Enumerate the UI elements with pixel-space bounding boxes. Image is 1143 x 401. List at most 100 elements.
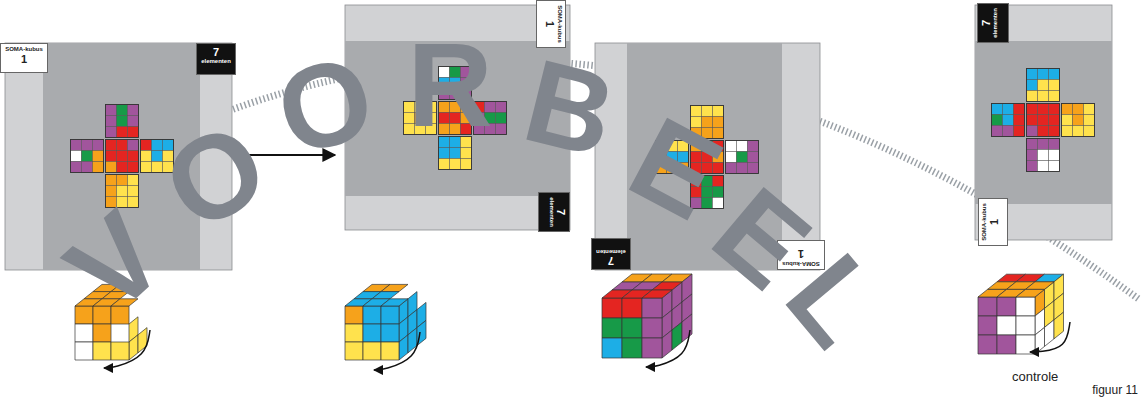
cube-cell [75, 324, 93, 342]
net-cell [1049, 69, 1060, 80]
cube-cell [129, 335, 138, 360]
net-cell [726, 141, 737, 152]
cube-cell [111, 306, 129, 324]
net-cell [748, 141, 759, 152]
cube-3d [602, 274, 692, 358]
net-cell [1003, 115, 1014, 126]
net-cell [117, 127, 128, 138]
net-cell [415, 113, 426, 124]
cube-cell [93, 342, 111, 360]
net-cell [1073, 126, 1084, 137]
net-cell [713, 198, 724, 209]
net-cell [128, 175, 139, 186]
board-number: 7 [200, 46, 232, 58]
board-caption: elementen [200, 58, 232, 65]
net-face [992, 104, 1025, 137]
cube-cell [642, 338, 662, 358]
net-cell [106, 186, 117, 197]
board-caption: elementen [548, 196, 555, 228]
net-cell [117, 116, 128, 127]
watermark-letter: O [265, 36, 386, 175]
cube-net [71, 105, 174, 208]
cube-cell [978, 335, 997, 354]
cube-cell [372, 292, 399, 299]
net-cell [992, 115, 1003, 126]
cube-cell [997, 297, 1016, 316]
net-cell [106, 105, 117, 116]
board-number: 7 [595, 255, 627, 267]
net-cell [117, 186, 128, 197]
turn-arrow [1030, 322, 1070, 352]
net-cell [702, 117, 713, 128]
net-cell [726, 152, 737, 163]
net-face [106, 175, 139, 208]
net-cell [128, 151, 139, 162]
net-cell [426, 113, 437, 124]
net-cell [1038, 139, 1049, 150]
net-cell [439, 67, 450, 78]
net-cell [461, 137, 472, 148]
turn-arrow [104, 330, 150, 368]
net-cell [748, 163, 759, 174]
board [5, 43, 232, 270]
cube-cell [381, 342, 399, 360]
cube-cell [381, 284, 408, 291]
net-cell [737, 163, 748, 174]
net-cell [496, 102, 507, 113]
cube-3d [75, 284, 147, 360]
net-cell [678, 163, 689, 174]
net-cell [426, 124, 437, 135]
cube-cell [1045, 320, 1055, 347]
net-cell [713, 128, 724, 139]
net-cell [404, 102, 415, 113]
net-cell [461, 102, 472, 113]
cube-cell [75, 342, 93, 360]
net-cell [1027, 104, 1038, 115]
board-ground [595, 43, 820, 270]
net-face [106, 140, 139, 173]
net-cell [1014, 126, 1025, 137]
cube-cell [111, 284, 138, 291]
cube-cell [363, 324, 381, 342]
net-cell [128, 197, 139, 208]
net-cell [691, 176, 702, 187]
net-cell [726, 163, 737, 174]
cube-cell [622, 338, 642, 358]
cube-cell [682, 314, 692, 342]
net-cell [992, 104, 1003, 115]
net-cell [691, 117, 702, 128]
net-cell [439, 113, 450, 124]
net-cell [117, 162, 128, 173]
net-face [439, 137, 472, 170]
net-cell [106, 175, 117, 186]
net-face [691, 141, 724, 174]
net-cell [678, 152, 689, 163]
watermark-letter: R [407, 26, 492, 144]
net-cell [691, 152, 702, 163]
net-face [71, 140, 104, 173]
watermark-letter: B [514, 40, 625, 175]
net-face [1062, 104, 1095, 137]
board-number: 1 [988, 202, 1000, 242]
net-cell [713, 163, 724, 174]
cube-cell [345, 342, 363, 360]
net-cell [106, 162, 117, 173]
turn-arrow [374, 332, 420, 370]
cube-net [656, 106, 759, 209]
cube-cell [93, 306, 111, 324]
cube-cell [345, 306, 363, 324]
net-cell [128, 186, 139, 197]
net-face [726, 141, 759, 174]
cube-cell [1054, 312, 1064, 339]
board-caption: elementen [595, 248, 627, 255]
net-cell [1049, 150, 1060, 161]
net-cell [117, 197, 128, 208]
cube-3d [978, 274, 1064, 354]
cube-cell [1016, 316, 1035, 335]
net-cell [656, 163, 667, 174]
cube-cell [1016, 335, 1035, 354]
board-field [43, 43, 200, 270]
cube-cell [662, 330, 672, 358]
watermark-letter: V [46, 192, 183, 332]
net-cell [1049, 126, 1060, 137]
